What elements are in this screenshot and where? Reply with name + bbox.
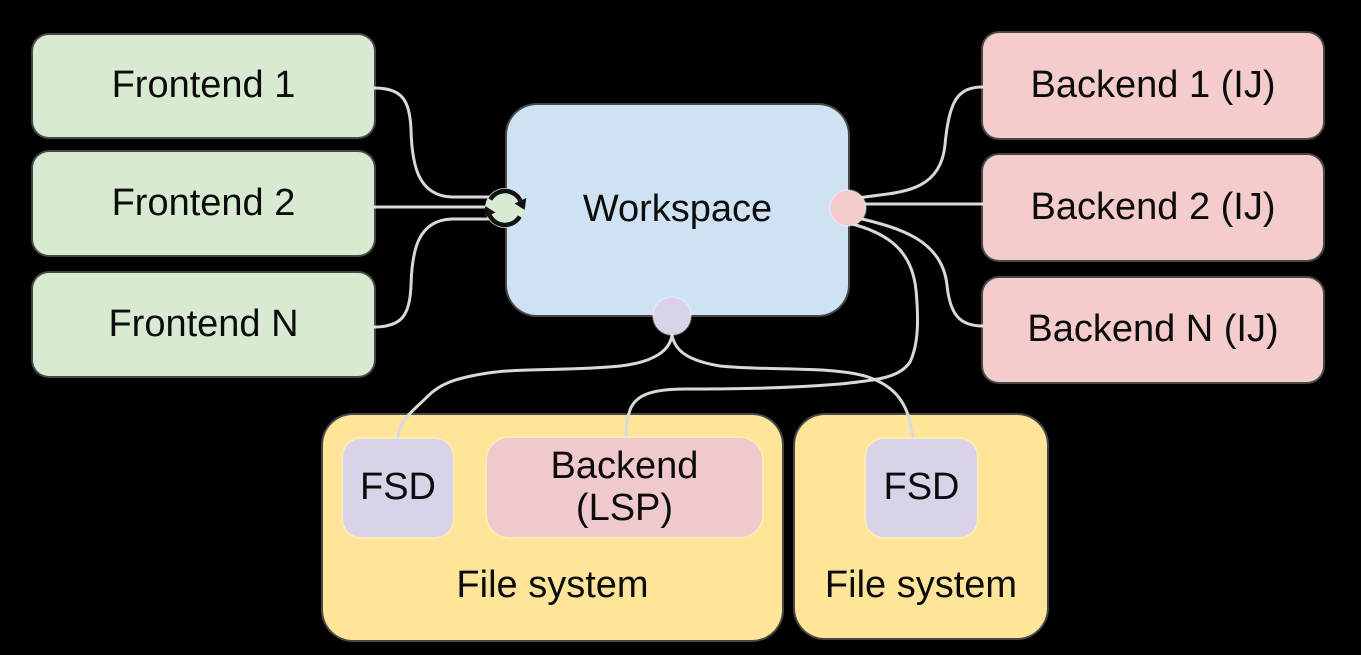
file-system-left-label: File system [456, 564, 649, 606]
node-frontend-1: Frontend 1 [33, 35, 374, 137]
backend-1-label: Backend 1 (IJ) [1030, 63, 1276, 106]
backend-2-label: Backend 2 (IJ) [1030, 185, 1276, 228]
workspace-label: Workspace [582, 188, 773, 231]
filesystem-port-dot [652, 296, 692, 336]
frontend-1-label: Frontend 1 [111, 64, 296, 107]
edge-workspace-backend1 [856, 85, 985, 200]
node-fsd-left: FSD [343, 439, 453, 537]
node-frontend-n: Frontend N [33, 273, 374, 376]
backend-port-dot [829, 189, 867, 227]
fsd-left-label: FSD [360, 466, 436, 509]
sync-icon [483, 188, 527, 228]
node-frontend-2: Frontend 2 [33, 152, 374, 255]
edge-frontend1-workspace [372, 86, 491, 199]
backend-lsp-label: Backend (LSP) [550, 444, 699, 529]
node-backend-1: Backend 1 (IJ) [983, 33, 1323, 138]
node-backend-lsp: Backend (LSP) [487, 438, 762, 537]
edge-frontendN-workspace [372, 217, 491, 329]
fsd-right-label: FSD [883, 466, 960, 509]
node-backend-n: Backend N (IJ) [983, 278, 1323, 382]
frontend-n-label: Frontend N [108, 302, 299, 345]
edge-workspace-fsd-right [670, 333, 915, 442]
node-file-system-right: File system [795, 415, 1047, 638]
frontend-2-label: Frontend 2 [111, 181, 296, 224]
file-system-right-label: File system [824, 564, 1018, 606]
node-workspace: Workspace [507, 105, 848, 315]
node-backend-2: Backend 2 (IJ) [983, 155, 1323, 260]
edge-workspace-fsd-left [396, 333, 674, 440]
node-fsd-right: FSD [866, 439, 977, 537]
edge-workspace-backendN [856, 216, 985, 328]
edge-workspace-backend-lsp [624, 222, 920, 441]
backend-n-label: Backend N (IJ) [1027, 308, 1279, 351]
